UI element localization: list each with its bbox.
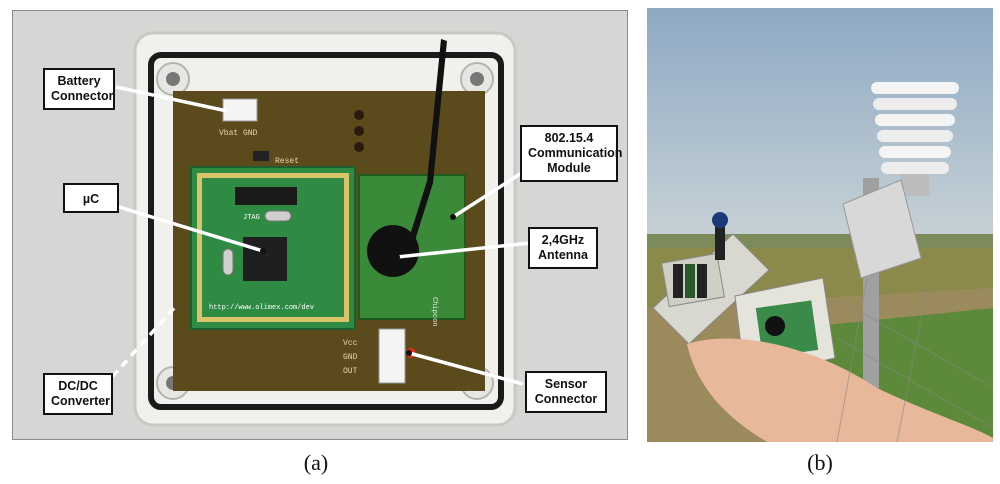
- comm-module-callout: 802.15.4 Communication Module: [520, 125, 622, 182]
- vbat-label: Vbat GND: [219, 129, 258, 138]
- caption-a: (a): [303, 450, 329, 475]
- battery-connector-callout: Battery Connector: [43, 68, 115, 110]
- callout-leaders: [101, 85, 532, 389]
- antenna-callout: 2,4GHz Antenna: [528, 227, 598, 269]
- antenna: [405, 39, 447, 253]
- out-label: OUT: [343, 367, 358, 376]
- enclosure-gasket: [148, 52, 504, 410]
- radiation-shield: [871, 82, 959, 196]
- panel-a-photo: Vbat GND Reset JTAG http://www.olimex.co…: [12, 10, 628, 440]
- sky: [647, 8, 993, 248]
- url-label: http://www.olimex.com/dev: [209, 304, 314, 312]
- hand: [687, 338, 993, 442]
- jtag-label: JTAG: [243, 214, 260, 222]
- microcontroller-chip: [243, 237, 287, 281]
- vcc-label: Vcc: [343, 339, 358, 348]
- field-illustration: [647, 8, 993, 442]
- reset-label: Reset: [275, 157, 299, 166]
- gnd-label: GND: [343, 353, 358, 362]
- board-illustration: Vbat GND Reset JTAG http://www.olimex.co…: [13, 11, 627, 439]
- panel-b-photo: [647, 8, 993, 442]
- dcdc-converter-callout: DC/DC Converter: [43, 373, 113, 415]
- sensor-connector-callout: Sensor Connector: [525, 371, 607, 413]
- uc-callout: µC: [63, 183, 119, 213]
- chipcon-label: Chipcon: [430, 297, 438, 326]
- caption-b: (b): [807, 450, 833, 475]
- antenna-base: [367, 225, 419, 277]
